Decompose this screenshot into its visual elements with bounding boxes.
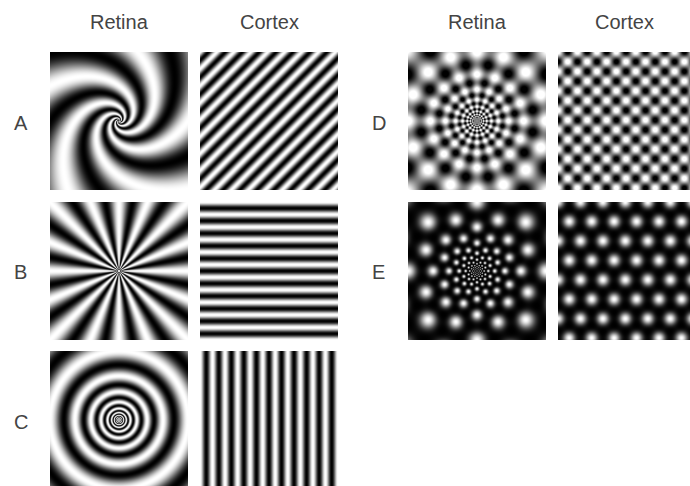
retina-pattern <box>50 351 188 486</box>
column-heading: Cortex <box>240 10 299 34</box>
row-letter: A <box>14 111 27 135</box>
cortex-pattern <box>200 52 338 190</box>
cortex-pattern <box>558 202 690 340</box>
row-letter: B <box>14 260 27 284</box>
row-letter: E <box>372 260 385 284</box>
column-heading: Cortex <box>595 10 654 34</box>
cortex-pattern <box>558 52 690 190</box>
cortex-pattern <box>200 351 338 486</box>
retina-pattern <box>50 202 188 340</box>
row-letter: D <box>372 111 386 135</box>
retina-pattern <box>50 52 188 190</box>
column-heading: Retina <box>90 10 148 34</box>
column-heading: Retina <box>448 10 506 34</box>
retina-pattern <box>408 52 546 190</box>
cortex-pattern <box>200 202 338 340</box>
retina-pattern <box>408 202 546 340</box>
row-letter: C <box>14 410 28 434</box>
